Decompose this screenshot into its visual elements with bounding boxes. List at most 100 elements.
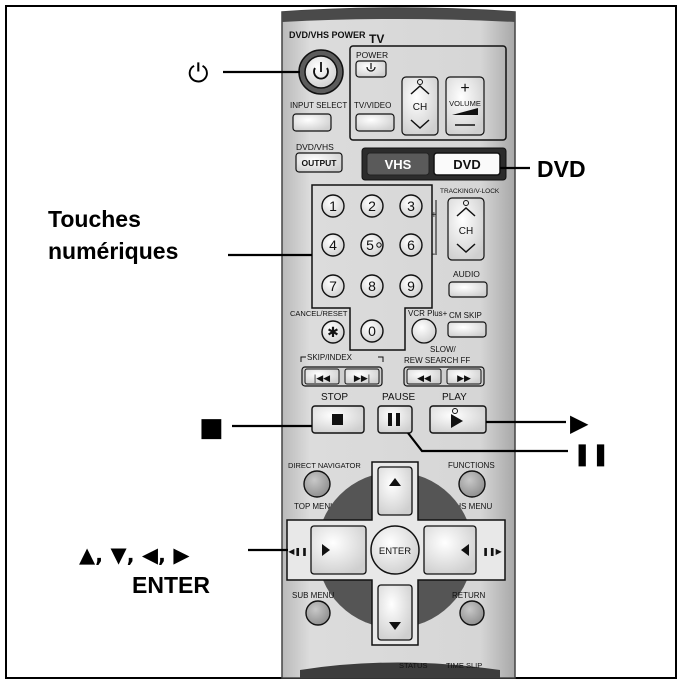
tv-video-button[interactable] xyxy=(355,113,395,132)
skip-forward-button[interactable] xyxy=(344,368,380,385)
ff-button[interactable] xyxy=(446,368,482,385)
vcr-plus-button[interactable] xyxy=(411,318,437,344)
direct-navigator-button[interactable] xyxy=(303,470,331,498)
asterisk-icon: ✱ xyxy=(327,324,339,340)
return-button[interactable] xyxy=(459,600,485,626)
play-dot-icon xyxy=(452,408,458,414)
skip-bracket xyxy=(300,356,384,362)
output-button[interactable] xyxy=(295,152,343,173)
digit-4-label: 4 xyxy=(329,237,337,253)
input-select-button[interactable] xyxy=(292,113,332,132)
direct-navigator-label: DIRECT NAVIGATOR xyxy=(288,461,361,470)
audio-button[interactable] xyxy=(448,281,488,298)
digit-7-label: 7 xyxy=(329,278,337,294)
return-label: RETURN xyxy=(452,591,486,600)
sub-menu-button[interactable] xyxy=(305,600,331,626)
digit-1-label: 1 xyxy=(329,198,337,214)
right-arrow-icon xyxy=(461,544,469,556)
dpad-down-button[interactable] xyxy=(377,584,413,641)
digit-6-label: 6 xyxy=(407,237,415,253)
dvd-vhs-output-label: DVD/VHS xyxy=(296,142,334,152)
pause-button[interactable] xyxy=(377,405,413,434)
functions-label: FUNCTIONS xyxy=(448,461,495,470)
slow-label: SLOW/ xyxy=(430,345,457,354)
digit-5-button[interactable] xyxy=(360,233,384,257)
numeric-keypad: 1 2 3 4 5 6 7 8 9 0 xyxy=(321,194,423,343)
rew-icon: ◀◀ xyxy=(417,373,431,383)
digit-7-button[interactable] xyxy=(321,274,345,298)
ff-icon: ▶▶ xyxy=(457,373,471,383)
digit-0-button[interactable] xyxy=(360,319,384,343)
top-menu-label: TOP MENU xyxy=(294,502,336,511)
play-icon xyxy=(451,414,463,428)
tv-group-box xyxy=(349,45,507,141)
ch-dot-icon xyxy=(417,79,423,85)
cancel-button[interactable] xyxy=(321,320,345,344)
skip-forward-icon: ▶▶| xyxy=(354,373,370,383)
stop-callout-label: ■ xyxy=(199,413,224,443)
digit-5-dot-icon xyxy=(376,242,382,248)
digit-0-label: 0 xyxy=(368,323,376,339)
skip-back-button[interactable] xyxy=(304,368,340,385)
vhs-menu-label: VHS MENU xyxy=(450,502,492,511)
volume-rocker[interactable] xyxy=(445,76,485,136)
vcr-ch-up-icon xyxy=(456,206,476,217)
vhs-button[interactable] xyxy=(366,152,430,176)
numeric-keypad-box xyxy=(311,184,433,351)
dvd-callout-label: DVD xyxy=(537,156,586,182)
functions-button[interactable] xyxy=(458,470,486,498)
cm-skip-label: CM SKIP xyxy=(449,311,482,320)
nav-callout-label-line2: ENTER xyxy=(132,572,210,598)
cm-skip-button[interactable] xyxy=(447,321,487,338)
pause-icon-left xyxy=(388,413,392,426)
digit-1-button[interactable] xyxy=(321,194,345,218)
digit-5-label: 5 xyxy=(366,237,374,253)
down-arrow-icon xyxy=(389,622,401,630)
power-icon xyxy=(313,62,329,80)
digit-8-button[interactable] xyxy=(360,274,384,298)
tv-power-icon xyxy=(366,63,376,72)
dvd-button[interactable] xyxy=(433,152,501,176)
volume-plus-icon: + xyxy=(460,80,469,97)
pause-callout-line xyxy=(407,432,568,453)
digit-2-button[interactable] xyxy=(360,194,384,218)
tv-video-label: TV/VIDEO xyxy=(354,101,391,110)
remote-bottom-band xyxy=(300,662,500,678)
dpad-up-button[interactable] xyxy=(377,466,413,516)
vcr-plus-label: VCR Plus+ xyxy=(408,309,448,318)
digit-2-label: 2 xyxy=(368,198,376,214)
time-slip-label: TIME SLIP xyxy=(446,661,482,670)
slow-forward-icon: ❚❚▶ xyxy=(482,547,502,556)
digit-9-button[interactable] xyxy=(399,274,423,298)
nav-callout-label-line1: ▲, ▼, ◀, ▶ xyxy=(79,543,190,567)
dpad-right-button[interactable] xyxy=(423,525,477,575)
enter-button[interactable] xyxy=(370,525,420,575)
digit-9-label: 9 xyxy=(407,278,415,294)
digit-8-label: 8 xyxy=(368,278,376,294)
ch-up-icon xyxy=(410,84,430,95)
power-callout-label: ⏻ xyxy=(188,59,209,89)
pause-icon-right xyxy=(396,413,400,426)
digit-3-button[interactable] xyxy=(399,194,423,218)
rew-button[interactable] xyxy=(406,368,442,385)
vhs-button-label: VHS xyxy=(385,157,412,172)
up-arrow-icon xyxy=(389,478,401,486)
vcr-ch-down-icon xyxy=(456,243,476,254)
play-label: PLAY xyxy=(442,392,467,403)
volume-ramp-icon xyxy=(452,108,478,115)
digit-6-button[interactable] xyxy=(399,233,423,257)
numeric-callout-label-line1: Touches xyxy=(48,206,141,232)
input-select-label: INPUT SELECT xyxy=(290,101,347,110)
enter-label: ENTER xyxy=(379,546,411,557)
tracking-plus-icon: + xyxy=(431,210,437,221)
rew-search-ff-label: REW SEARCH FF xyxy=(404,356,470,365)
left-arrow-icon xyxy=(322,544,330,556)
digit-3-label: 3 xyxy=(407,198,415,214)
digit-4-button[interactable] xyxy=(321,233,345,257)
tracking-label: TRACKING/V-LOCK xyxy=(440,188,500,195)
vcr-ch-label: CH xyxy=(459,226,473,237)
audio-label: AUDIO xyxy=(453,269,480,279)
output-label: OUTPUT xyxy=(302,158,338,168)
dpad-left-button[interactable] xyxy=(310,525,367,575)
